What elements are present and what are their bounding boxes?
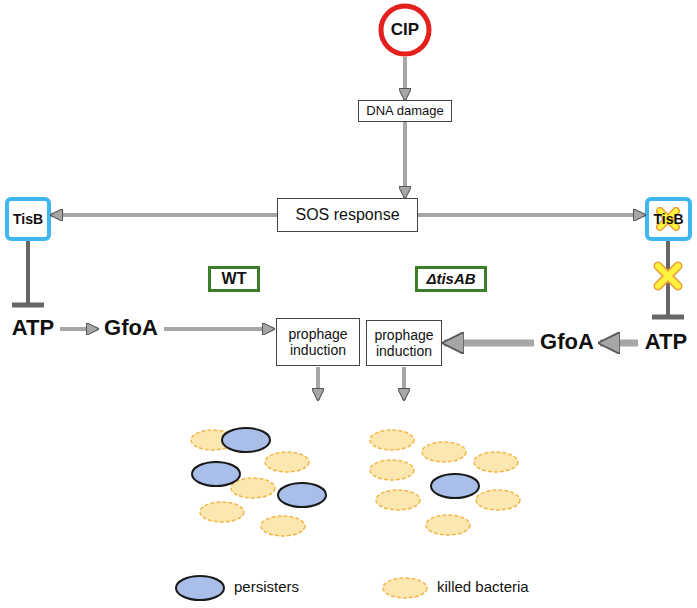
process-box: prophage induction [366, 320, 442, 366]
inhibition-bar [12, 303, 44, 308]
node-text: ΔtisAB [426, 270, 475, 287]
node-text: TisB [13, 211, 43, 227]
flow-arrow [164, 327, 274, 331]
strain-box: WT [208, 266, 260, 292]
process-box: DNA damage [358, 100, 452, 122]
node-text: prophage induction [277, 326, 359, 358]
flow-arrow [403, 57, 407, 100]
persister-bacterium [192, 462, 240, 486]
killed-bacterium [265, 452, 309, 472]
bacteria-cluster [191, 428, 326, 536]
process-box: SOS response [277, 198, 418, 232]
flow-arrow [60, 327, 98, 331]
legend-text: persisters [234, 578, 299, 595]
node-text: prophage induction [367, 327, 441, 359]
killed-bacterium [476, 490, 520, 510]
flow-arrow [403, 122, 407, 198]
deletion-cross [660, 211, 676, 227]
strain-box: ΔtisAB [415, 266, 487, 292]
node-text: SOS response [295, 206, 399, 224]
legend-sample [383, 578, 427, 598]
molecule-label: ATP [638, 329, 694, 355]
molecule-label: GfoA [98, 315, 164, 341]
persister-bacterium [222, 428, 270, 452]
protein-box: TisB [645, 197, 692, 241]
killed-bacterium [474, 452, 518, 472]
drug-circle: CIP [378, 3, 432, 57]
legend-text: killed bacteria [437, 578, 529, 595]
persister-bacterium [431, 474, 479, 498]
inhibition-bar [652, 315, 684, 320]
killed-bacterium [370, 430, 414, 450]
flow-arrow [402, 367, 406, 400]
node-text: WT [222, 270, 247, 288]
flow-arrow [316, 367, 320, 400]
bacteria-cluster [370, 430, 520, 535]
killed-bacterium [426, 515, 470, 535]
flow-arrow [51, 213, 277, 217]
killed-bacterium [422, 442, 466, 462]
persister-bacterium [278, 483, 326, 507]
killed-bacterium [376, 490, 420, 510]
killed-bacterium [370, 460, 414, 480]
killed-bacterium [191, 430, 235, 450]
legend-sample [176, 576, 224, 600]
deletion-cross [658, 266, 678, 286]
flow-arrow [444, 340, 534, 347]
protein-box: TisB [5, 197, 51, 241]
flow-arrow [418, 213, 645, 217]
process-box: prophage induction [276, 318, 360, 366]
killed-bacterium [261, 516, 305, 536]
node-text: CIP [391, 20, 419, 40]
inhibition-line [26, 241, 30, 304]
molecule-label: ATP [4, 315, 62, 341]
killed-bacterium [200, 502, 244, 522]
node-text: DNA damage [366, 104, 443, 119]
molecule-label: GfoA [534, 329, 600, 355]
flow-arrow [600, 340, 638, 347]
node-text: TisB [653, 211, 683, 227]
inhibition-line [666, 241, 670, 316]
killed-bacterium [231, 478, 275, 498]
